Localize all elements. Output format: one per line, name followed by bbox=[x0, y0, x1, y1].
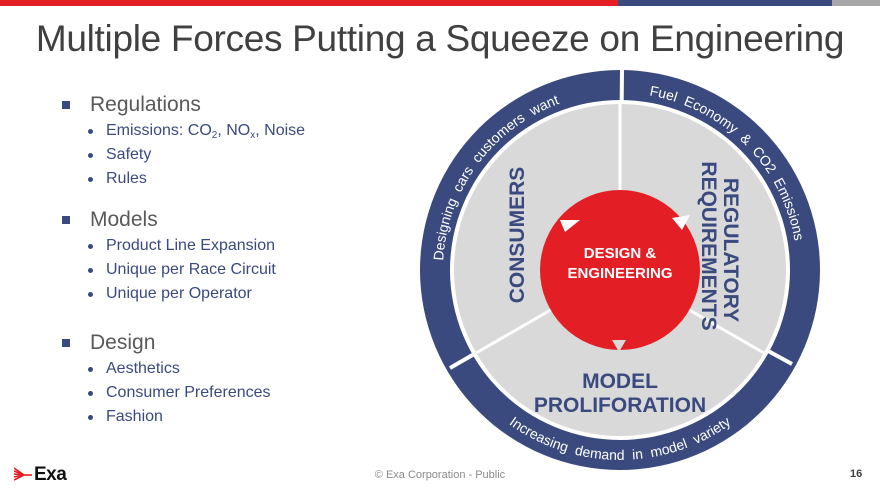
footer-copyright: © Exa Corporation - Public bbox=[374, 469, 506, 481]
section-heading: Regulations bbox=[90, 93, 201, 116]
consumers-label: CONSUMERS bbox=[506, 167, 529, 304]
bullet-icon bbox=[88, 414, 93, 420]
circle-notches bbox=[560, 215, 690, 352]
section-heading: Design bbox=[90, 331, 156, 354]
model-label-line2: PROLIFORATION bbox=[534, 394, 706, 417]
ring-word: Fuel bbox=[649, 83, 680, 105]
center-label-line1: DESIGN & bbox=[584, 245, 657, 262]
bullet-text: Rules bbox=[106, 170, 147, 187]
bullet-text: Safety bbox=[106, 146, 152, 163]
model-label-line1: MODEL bbox=[582, 370, 658, 393]
subscript-2: 2 bbox=[211, 130, 218, 141]
bullet-icon bbox=[88, 267, 93, 273]
bullet-text: Unique per Race Circuit bbox=[106, 261, 276, 278]
ring-word: in bbox=[632, 446, 644, 463]
section-design: Design Aesthetics Consumer Preferences F… bbox=[58, 329, 271, 429]
bullet-icon bbox=[88, 128, 93, 134]
center-label-line2: ENGINEERING bbox=[567, 265, 672, 282]
bullet-icon bbox=[88, 176, 93, 182]
square-bullet-icon bbox=[62, 101, 70, 109]
top-bar-gray bbox=[832, 0, 880, 6]
subscript-x: x bbox=[250, 130, 256, 141]
bullet-icon bbox=[88, 291, 93, 297]
bullet-icon bbox=[88, 152, 93, 158]
bullet-text-emissions: Emissions: CO bbox=[106, 122, 212, 139]
forces-diagram: DESIGN & ENGINEERING CONSUMERS REGULATOR… bbox=[420, 70, 820, 470]
bullet-icon bbox=[88, 243, 93, 249]
slide-title: Multiple Forces Putting a Squeeze on Eng… bbox=[35, 18, 845, 59]
top-bar-red bbox=[0, 0, 618, 6]
page-number: 16 bbox=[850, 468, 863, 480]
bullet-text: Consumer Preferences bbox=[106, 384, 271, 401]
bullet-text: Fashion bbox=[106, 408, 163, 425]
bullet-text: Unique per Operator bbox=[106, 285, 252, 302]
square-bullet-icon bbox=[62, 216, 70, 224]
section-heading: Models bbox=[90, 208, 158, 231]
bullet-text-noise: , Noise bbox=[255, 122, 306, 139]
bullet-text: Aesthetics bbox=[106, 360, 180, 377]
ring-word: demand bbox=[574, 442, 625, 463]
bullet-icon bbox=[88, 390, 93, 396]
exa-logo-icon bbox=[14, 467, 32, 481]
center-red-circle bbox=[540, 190, 700, 350]
exa-logo: Exa bbox=[14, 464, 67, 486]
top-bar-navy bbox=[618, 0, 832, 6]
regulatory-label-line1: REGULATORY bbox=[719, 178, 742, 322]
square-bullet-icon bbox=[62, 339, 70, 347]
logo-text: Exa bbox=[34, 464, 67, 485]
bullet-text: Product Line Expansion bbox=[106, 237, 275, 254]
regulatory-label-line2: REQUIREMENTS bbox=[697, 161, 720, 330]
section-models: Models Product Line Expansion Unique per… bbox=[58, 206, 276, 306]
bullet-icon bbox=[88, 366, 93, 372]
bullet-text-nox: , NO bbox=[217, 122, 251, 139]
